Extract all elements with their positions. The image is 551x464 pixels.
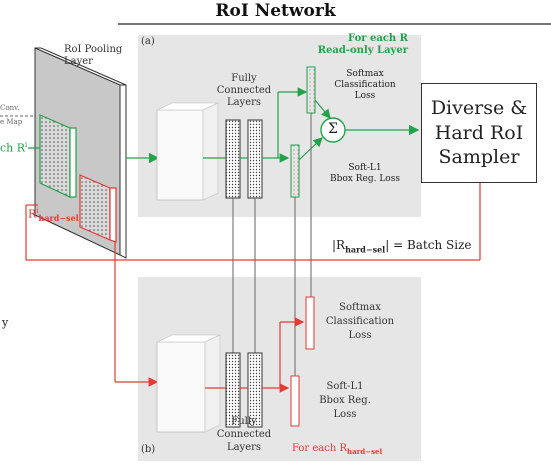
batch-size-label: |Rhard−sel| = Batch Size [332, 238, 472, 255]
panel-b-bbox-1: Soft-L1 [326, 381, 364, 392]
conv-label-2: e Map [0, 118, 23, 126]
panel-a-header-2: Read-only Layer [317, 45, 408, 56]
diagram-title: RoI Network [215, 1, 336, 21]
panel-b-bbox-2: Bbox Reg. [319, 395, 371, 406]
panel-a-label: (a) [141, 36, 155, 47]
panel-b-footer: For each Rhard−sel [292, 443, 383, 456]
panel-a-bbox-1: Soft-L1 [348, 163, 382, 173]
green-roi [39, 114, 71, 198]
panel-b-label: (b) [141, 444, 156, 455]
panel-b-softmax-3: Loss [348, 330, 372, 341]
clipped-text: y [2, 316, 9, 329]
panel-a-fc-3: Layers [226, 97, 262, 108]
sampler-line-3: Sampler [438, 146, 520, 169]
panel-b-fc-1: Fully [231, 416, 257, 427]
panel-b-softmax-2: Classification [325, 316, 395, 327]
diverse-hard-roi-sampler: Diverse & Hard RoI Sampler [421, 83, 537, 183]
sampler-line-1: Diverse & [430, 96, 528, 119]
sampler-line-2: Hard RoI [434, 121, 524, 144]
panel-b-fc-2: Connected [216, 429, 272, 440]
panel-b-fc-3: Layers [226, 442, 262, 453]
r-hard-sel-label: Rihard−sel [28, 207, 79, 223]
each-r-label: ch Ri [0, 141, 28, 155]
roi-pooling-label-2: Layer [64, 56, 93, 67]
panel-a-bbox-2: Bbox Reg. Loss [330, 174, 400, 184]
roi-pooling-label-1: RoI Pooling [64, 44, 123, 55]
panel-a-softmax-3: Loss [354, 91, 376, 101]
sum-symbol: Σ [328, 121, 338, 137]
panel-a-fc-1: Fully [231, 73, 257, 84]
conv-label-1: Conv. [0, 104, 20, 112]
panel-a-softmax-2: Classification [334, 80, 396, 90]
panel-b-softmax-1: Softmax [339, 302, 381, 313]
panel-a-header-1: For each R [348, 33, 408, 44]
panel-a-softmax-1: Softmax [346, 69, 384, 79]
roi-pool-side [119, 84, 127, 259]
panel-a-fc-2: Connected [216, 85, 272, 96]
panel-b-bbox-3: Loss [333, 409, 357, 420]
